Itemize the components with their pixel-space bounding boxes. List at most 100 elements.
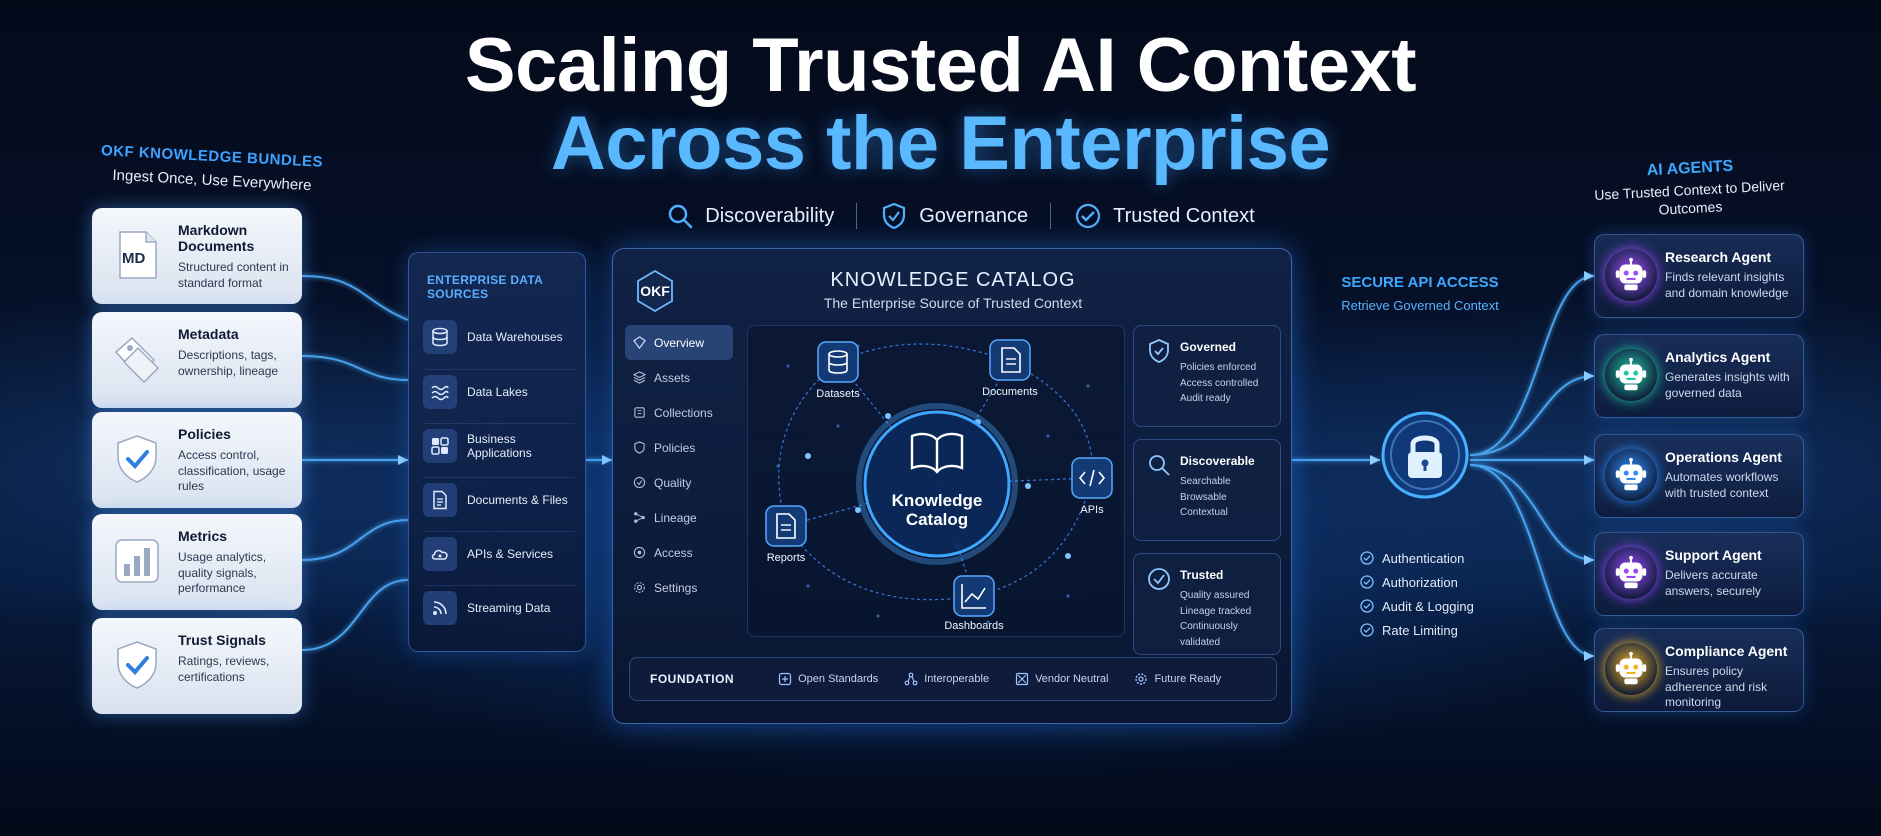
nav-label: Quality — [654, 475, 692, 490]
node-reports[interactable] — [765, 505, 807, 547]
bar-chart-icon — [110, 534, 164, 588]
page-title: Scaling Trusted AI Context — [464, 23, 1417, 108]
foundation-interoperable: Interoperable — [904, 672, 989, 686]
agent-analytics[interactable]: Analytics Agent Generates insights with … — [1594, 334, 1804, 418]
node-documents[interactable] — [989, 339, 1031, 381]
nav-label: Lineage — [654, 510, 697, 525]
node-label-apis: APIs — [1080, 504, 1104, 516]
node-dashboards[interactable] — [953, 575, 995, 617]
agent-desc: Ensures policy adherence and risk monito… — [1665, 664, 1768, 710]
policies-icon — [634, 441, 645, 454]
source-label: Business Applications — [467, 431, 532, 460]
source-data-lakes[interactable]: Data Lakes — [423, 369, 575, 413]
nav-item-access[interactable]: Access — [625, 535, 733, 570]
foundation-title: FOUNDATION — [650, 672, 735, 686]
bundle-markdown-documents[interactable]: MD Markdown Documents Structured content… — [92, 208, 302, 304]
property-line: Continuously validated — [1180, 621, 1238, 648]
foundation-vendor-neutral: Vendor Neutral — [1015, 672, 1108, 686]
source-streaming-data[interactable]: Streaming Data — [423, 585, 575, 629]
check-circle-icon — [1360, 575, 1374, 589]
search-icon — [1149, 455, 1170, 476]
property-line: Lineage tracked — [1180, 605, 1252, 617]
pillar-label: Governance — [919, 204, 1029, 227]
bundle-name: Trust Signals — [178, 632, 266, 648]
bundle-desc: Ratings, reviews, certifications — [178, 654, 270, 684]
nav-item-policies[interactable]: Policies — [625, 430, 733, 465]
document-icon — [423, 482, 457, 517]
nav-item-settings[interactable]: Settings — [625, 570, 733, 605]
property-line: Audit ready — [1180, 393, 1231, 404]
divider — [856, 203, 858, 229]
quality-icon — [633, 476, 646, 489]
agent-desc: Generates insights with governed data — [1665, 370, 1790, 400]
source-label: Data Lakes — [467, 384, 528, 399]
nav-item-overview[interactable]: Overview — [625, 325, 733, 360]
api-check-authorization: Authorization — [1360, 570, 1510, 594]
check-circle-icon — [1360, 623, 1374, 637]
property-line: Browsable — [1180, 491, 1227, 503]
robot-icon — [1605, 547, 1657, 599]
database-icon — [423, 320, 457, 354]
markdown-file-icon: MD — [110, 228, 164, 282]
api-title: SECURE API ACCESS — [1341, 274, 1499, 291]
catalog-subtitle: The Enterprise Source of Trusted Context — [823, 295, 1083, 311]
apps-grid-icon — [423, 428, 457, 463]
open-standards-icon — [779, 672, 792, 686]
waves-icon — [423, 374, 457, 409]
robot-icon — [1605, 249, 1657, 301]
robot-icon — [1605, 449, 1657, 501]
agent-operations[interactable]: Operations Agent Automates workflows wit… — [1594, 434, 1804, 518]
collections-icon — [634, 407, 645, 418]
property-trusted: Trusted Quality assured Lineage tracked … — [1133, 553, 1281, 655]
check-circle-icon — [1148, 568, 1170, 590]
catalog-nav: Overview Assets Collections Policies Qua… — [625, 325, 733, 605]
bundle-metadata[interactable]: Metadata Descriptions, tags, ownership, … — [92, 312, 302, 408]
hub-center-ring — [863, 410, 1011, 558]
check-circle-icon — [1360, 551, 1374, 565]
shield-check-icon — [883, 202, 906, 230]
nav-label: Overview — [654, 335, 705, 350]
bundle-policies[interactable]: Policies Access control, classification,… — [92, 412, 302, 508]
nav-item-assets[interactable]: Assets — [625, 360, 733, 395]
markdown-badge: MD — [122, 250, 146, 267]
source-apis-services[interactable]: APIs & Services — [423, 531, 575, 575]
nav-item-quality[interactable]: Quality — [625, 465, 733, 500]
source-business-applications[interactable]: Business Applications — [423, 423, 575, 467]
bundle-name: Metrics — [178, 528, 228, 544]
nav-item-collections[interactable]: Collections — [625, 395, 733, 430]
bundle-metrics[interactable]: Metrics Usage analytics, quality signals… — [92, 514, 302, 610]
source-documents-files[interactable]: Documents & Files — [423, 477, 575, 521]
divider — [1050, 203, 1052, 229]
agent-support[interactable]: Support Agent Delivers accurate answers,… — [1594, 532, 1804, 616]
nav-item-lineage[interactable]: Lineage — [625, 500, 733, 535]
bundle-trust-signals[interactable]: Trust Signals Ratings, reviews, certific… — [92, 618, 302, 714]
agent-compliance[interactable]: Compliance Agent Ensures policy adherenc… — [1594, 628, 1804, 712]
bundle-name: Metadata — [178, 326, 239, 342]
node-datasets[interactable] — [817, 341, 859, 383]
foundation-open-standards: Open Standards — [778, 672, 878, 686]
page-subtitle: Across the Enterprise — [550, 101, 1331, 186]
pillar-label: Discoverability — [705, 204, 835, 227]
node-label-reports: Reports — [766, 552, 806, 564]
agent-name: Operations Agent — [1665, 449, 1782, 465]
api-checks: Authentication Authorization Audit & Log… — [1360, 546, 1510, 642]
stream-icon — [423, 590, 457, 625]
nav-label: Access — [654, 545, 693, 560]
property-governed: Governed Policies enforced Access contro… — [1133, 325, 1281, 427]
shield-check-icon — [1149, 339, 1169, 363]
property-line: Policies enforced — [1180, 362, 1257, 373]
pillar-governance: Governance — [879, 201, 1028, 231]
search-icon — [669, 204, 693, 229]
hub-graph-svg — [765, 339, 1113, 624]
nav-label: Settings — [654, 580, 698, 595]
lineage-icon — [634, 512, 645, 523]
property-name: Discoverable — [1180, 454, 1255, 468]
source-data-warehouses[interactable]: Data Warehouses — [423, 315, 575, 359]
node-apis[interactable] — [1071, 457, 1113, 499]
agent-research[interactable]: Research Agent Finds relevant insights a… — [1594, 234, 1804, 318]
foundation-bar: FOUNDATION Open Standards Interoperable … — [629, 657, 1277, 701]
api-check-label: Authentication — [1382, 550, 1465, 566]
nav-label: Assets — [654, 370, 691, 385]
knowledge-catalog-panel: OKF KNOWLEDGE CATALOG The Enterprise Sou… — [612, 248, 1292, 724]
property-line: Contextual — [1180, 507, 1228, 518]
